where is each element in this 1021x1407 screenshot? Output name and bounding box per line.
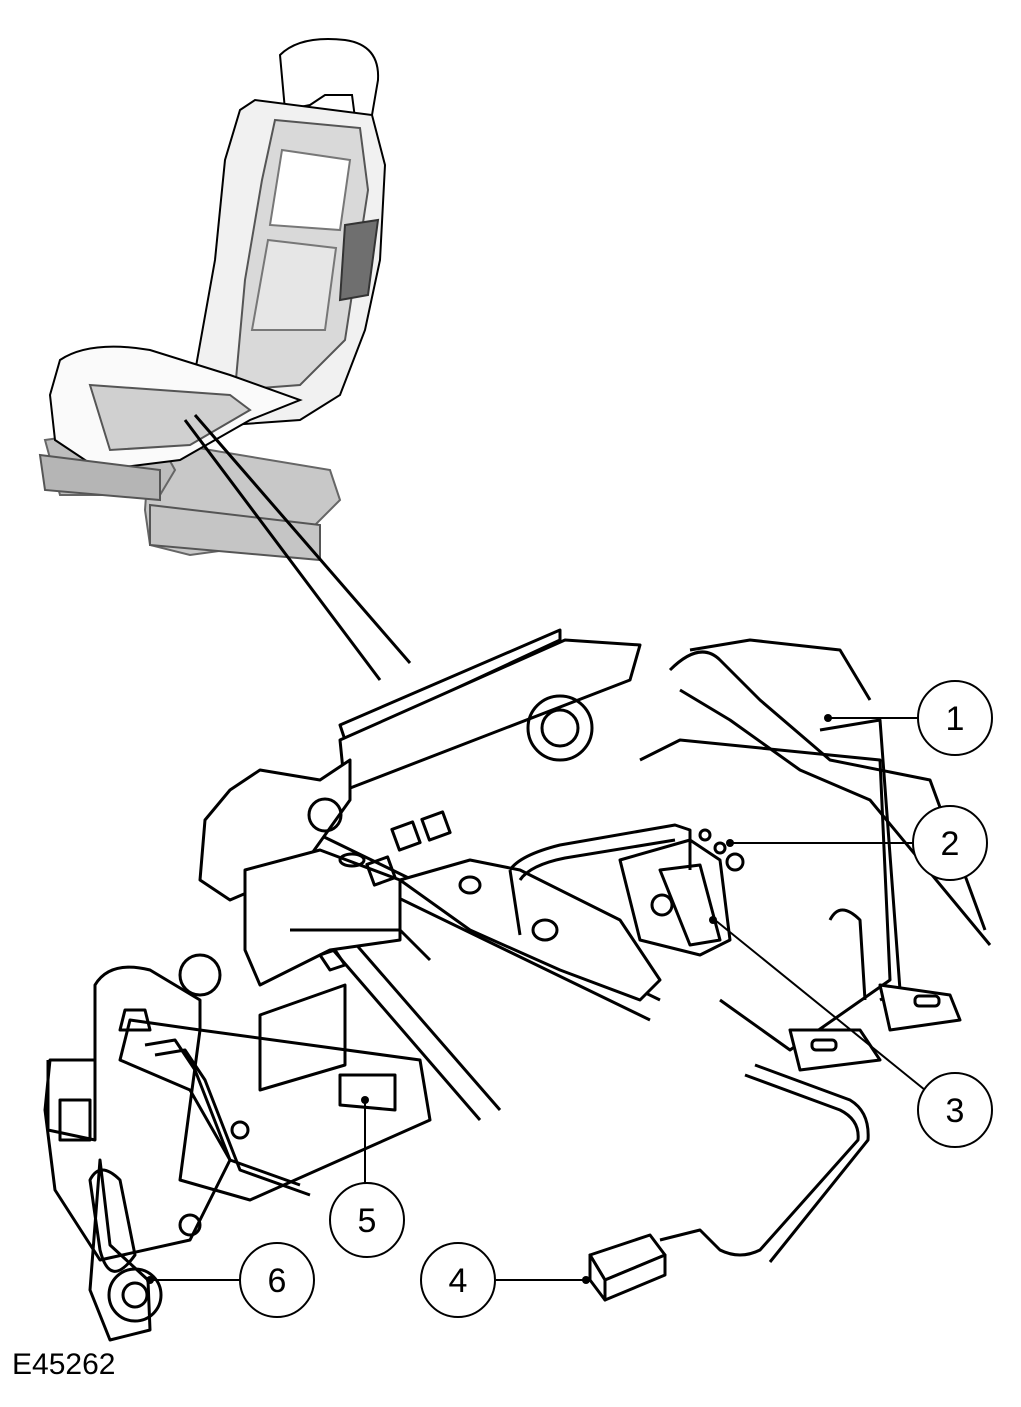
callout-label-3: 3 <box>946 1092 965 1130</box>
seat-base-detail <box>43 628 992 1342</box>
callout-label-1: 1 <box>946 700 965 738</box>
callout-label-2: 2 <box>941 825 960 863</box>
callout-label-4: 4 <box>449 1262 468 1300</box>
sensor-module <box>588 1233 667 1302</box>
seat-overview <box>38 38 387 562</box>
figure-id: E45262 <box>12 1348 116 1381</box>
zoom-leader-lines <box>183 414 412 681</box>
callout-1: 1 <box>917 680 993 756</box>
callout-3: 3 <box>917 1072 993 1148</box>
callout-2: 2 <box>912 805 988 881</box>
top-bolts <box>365 810 452 887</box>
callout-label-6: 6 <box>268 1262 287 1300</box>
callout-leaders <box>150 717 926 1281</box>
callout-5: 5 <box>329 1182 405 1258</box>
callout-label-5: 5 <box>358 1202 377 1240</box>
callout-4: 4 <box>420 1242 496 1318</box>
callout-dots <box>146 714 832 1284</box>
callout-6: 6 <box>239 1242 315 1318</box>
